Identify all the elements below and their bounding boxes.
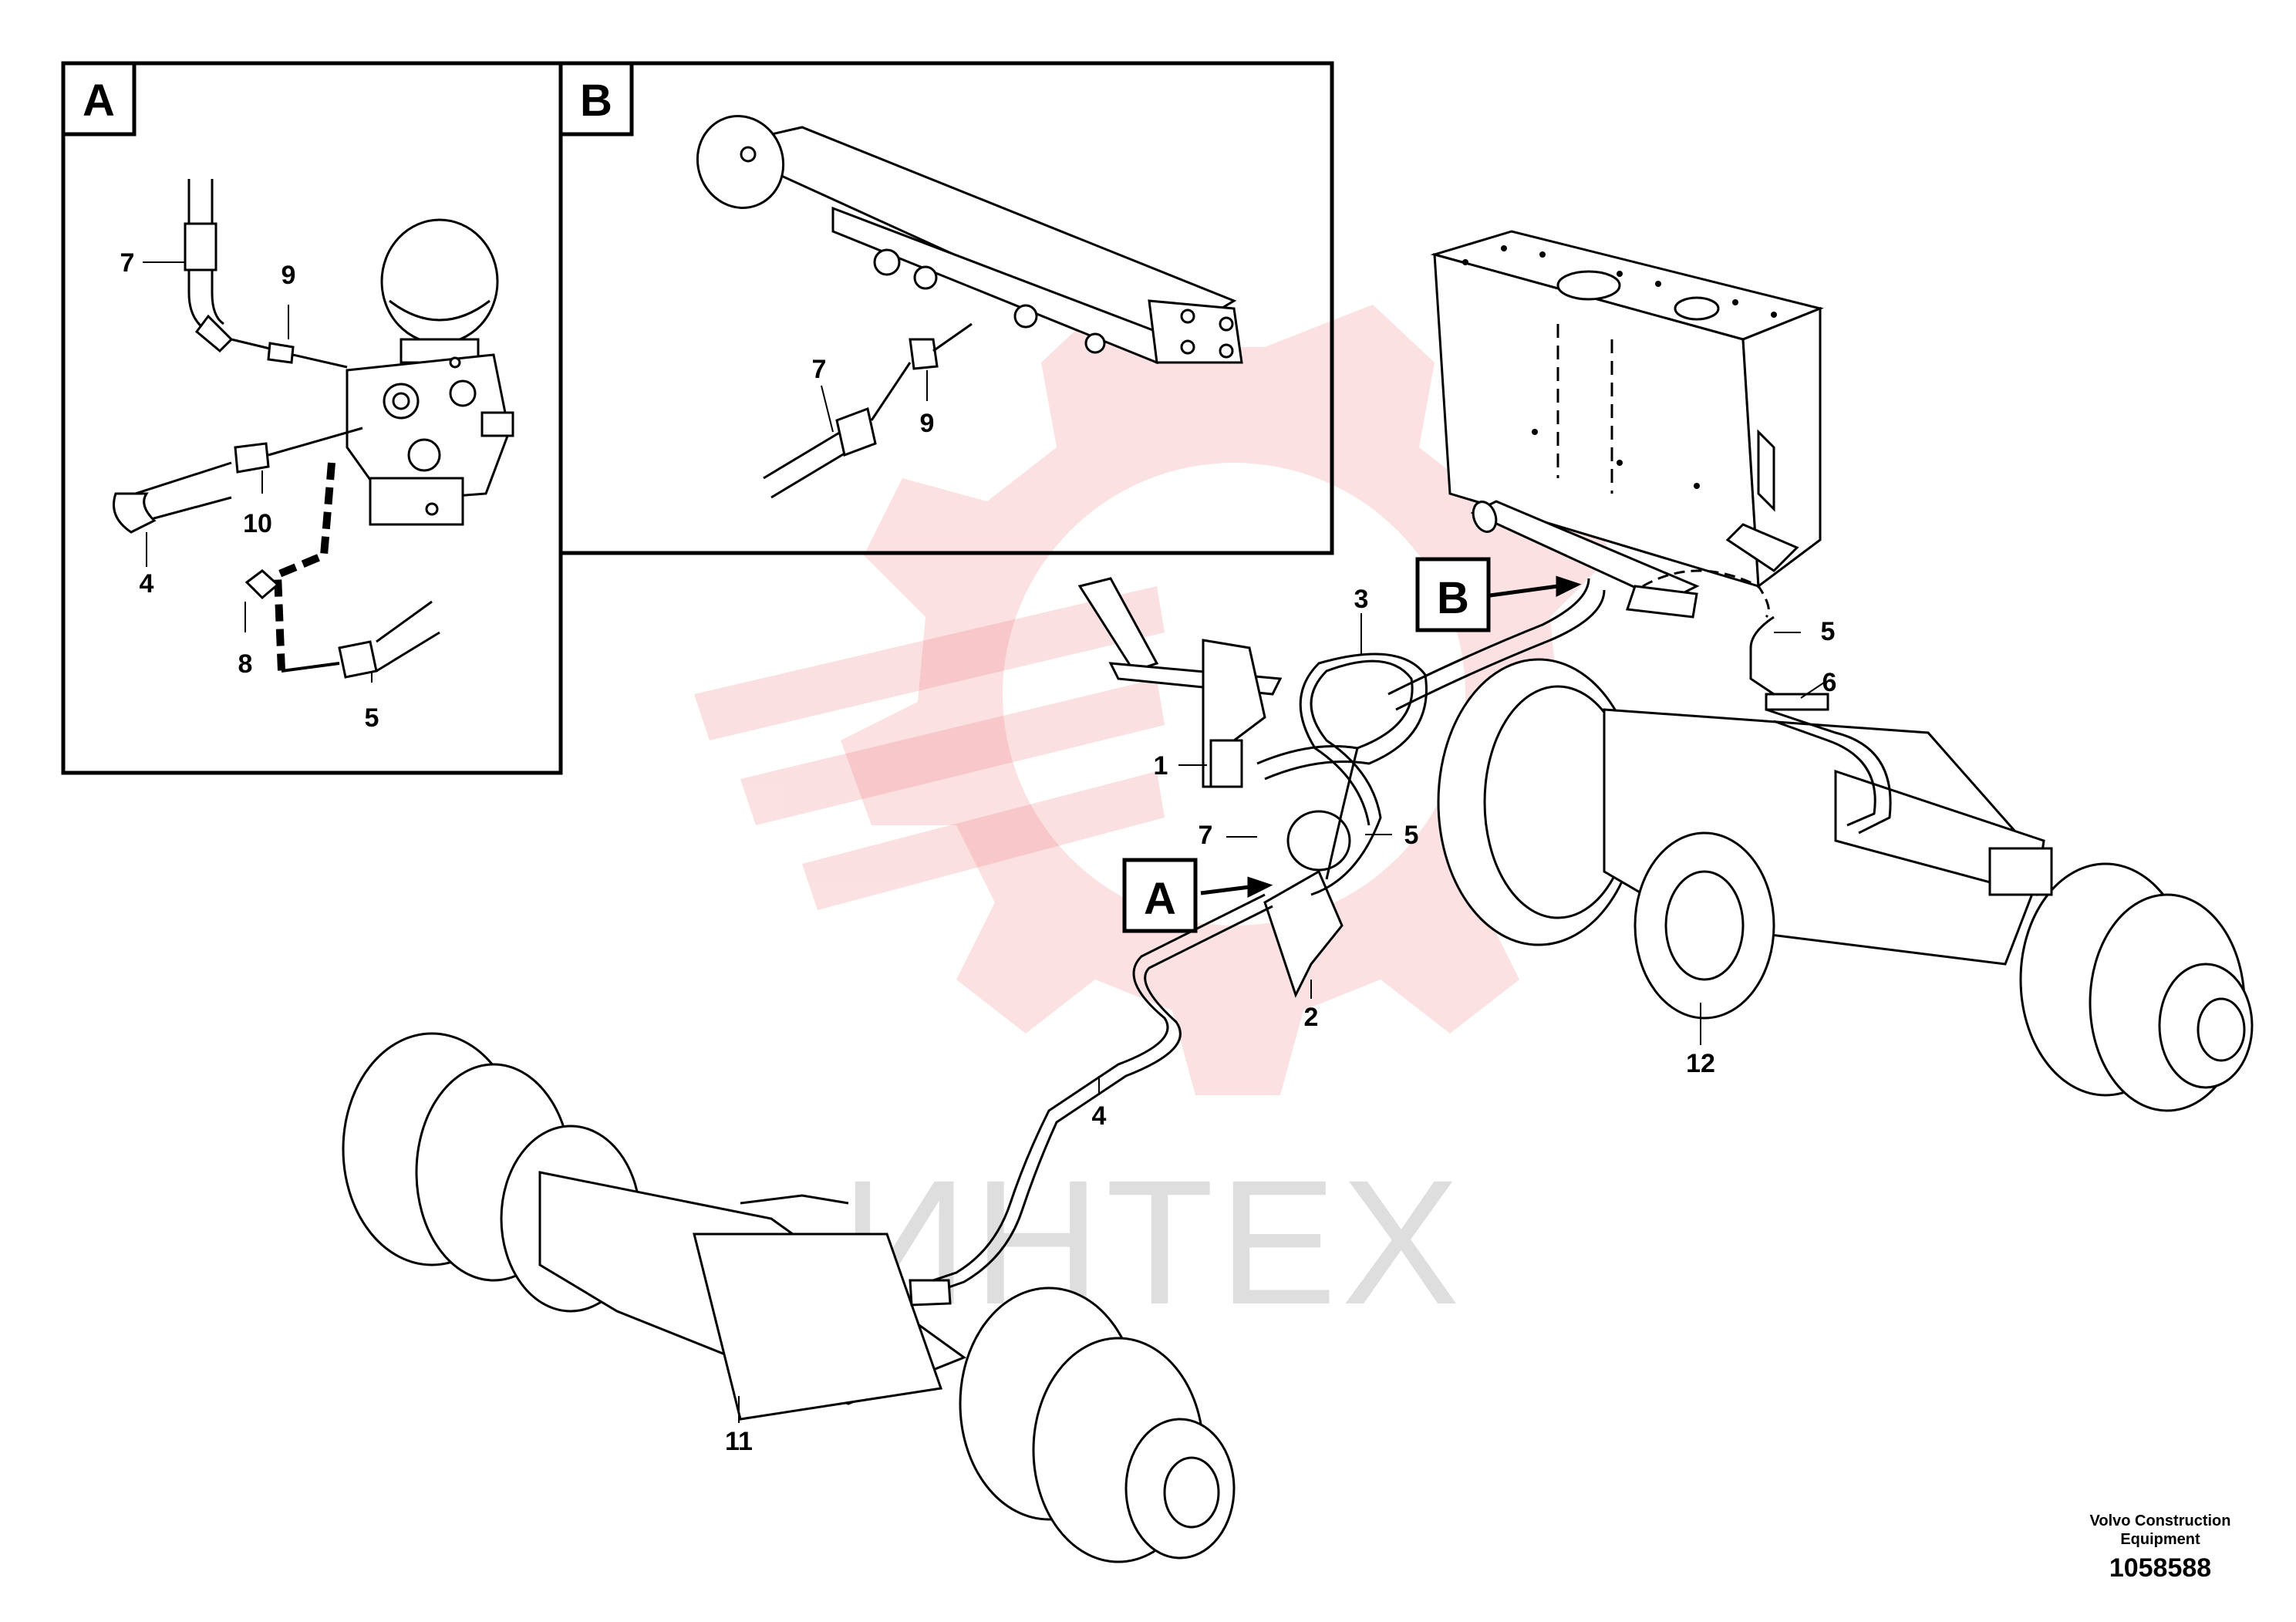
callout-b-9: 9: [920, 409, 935, 438]
panel-b-letter: B: [580, 76, 612, 126]
panel-b-leaders: [821, 370, 928, 433]
detail-panel-a: A: [61, 61, 563, 775]
callout-main-1: 1: [1154, 751, 1168, 781]
reference-b-box: [1415, 557, 1491, 632]
panel-a-leaders: [143, 261, 373, 683]
footer-block: Volvo Construction Equipment 1058588: [2075, 1512, 2245, 1583]
callout-a-7: 7: [120, 248, 135, 278]
reference-a-box: [1122, 858, 1198, 933]
hose-5-detail-a: [244, 462, 440, 679]
rear-axle: [1437, 658, 2254, 1112]
hose-4-detail-a: [113, 427, 363, 534]
callout-main-2: 2: [1304, 1003, 1319, 1032]
frame-tube-main: [1470, 500, 1700, 619]
hydraulic-tank: [1430, 230, 1824, 588]
hose-7-detail-a: [184, 179, 348, 369]
callout-main-4: 4: [1092, 1101, 1107, 1131]
brake-pedal-valve: [1077, 577, 1283, 788]
callout-main-7: 7: [1199, 821, 1213, 850]
callout-main-6: 6: [1822, 668, 1837, 697]
hose-4-main: [909, 893, 1273, 1307]
panel-b-label-box: [558, 61, 634, 137]
manufacturer-line-1: Volvo Construction: [2089, 1512, 2231, 1529]
hose-7-detail-b: [763, 322, 973, 499]
panel-a-label-box: [61, 61, 137, 137]
callout-main-5-upper: 5: [1821, 617, 1836, 646]
callout-main-3: 3: [1354, 585, 1369, 614]
callout-main-12: 12: [1686, 1049, 1715, 1078]
watermark-text: ИНТЕХ: [841, 1143, 1465, 1341]
tank-bolts: [1462, 245, 1777, 489]
reference-pointers: [1200, 575, 1582, 899]
document-number: 1058588: [2109, 1553, 2212, 1583]
reference-b-letter: B: [1437, 573, 1469, 623]
callout-a-10: 10: [243, 509, 272, 538]
hose-bundle: [1256, 578, 1606, 896]
main-leaders: [738, 613, 1825, 1423]
callout-main-5-lower: 5: [1404, 821, 1419, 850]
reference-a-letter: A: [1144, 874, 1176, 924]
manufacturer-line-2: Equipment: [2120, 1531, 2200, 1548]
front-axle: [342, 1032, 1236, 1563]
detail-panel-b: B 7 9: [558, 61, 1334, 555]
callout-main-11: 11: [725, 1427, 753, 1456]
panel-a-letter: A: [83, 76, 115, 126]
callout-a-4: 4: [140, 569, 154, 599]
accumulator-valve-detail: [346, 218, 514, 526]
callout-a-9: 9: [282, 261, 296, 290]
accumulator-main: [1263, 810, 1351, 998]
frame-tube-detail-b: [696, 115, 1243, 365]
callout-a-8: 8: [238, 649, 253, 679]
callout-b-7: 7: [812, 355, 827, 384]
callout-a-5: 5: [365, 703, 379, 733]
watermark-speed-lines: [694, 586, 1165, 910]
